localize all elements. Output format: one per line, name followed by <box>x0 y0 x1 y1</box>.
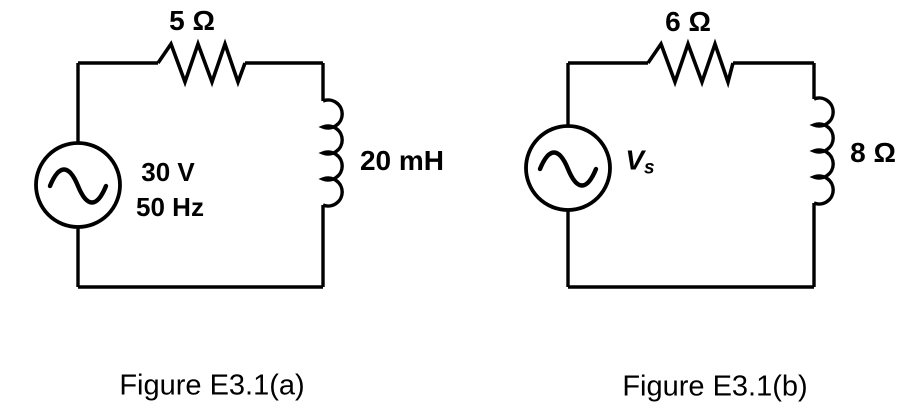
figure-a-caption: Figure E3.1(a) <box>119 369 305 402</box>
source-a-voltage-label: 30 V <box>141 157 195 187</box>
source-b-label-main: V <box>625 144 645 176</box>
circuit-a-sine-icon <box>47 167 109 205</box>
circuit-b <box>524 38 835 289</box>
figure-b-caption: Figure E3.1(b) <box>622 370 808 403</box>
circuit-b-ac-source-circle <box>524 124 612 212</box>
circuit-b-inductor-symbol <box>809 96 835 206</box>
resistor-b-value-label: 6 Ω <box>665 6 711 37</box>
circuit-a-inductor-symbol <box>318 98 344 208</box>
circuit-a-wires <box>76 61 325 289</box>
resistor-a-value-label: 5 Ω <box>169 5 215 36</box>
source-b-label-sub: s <box>644 157 655 179</box>
source-a-frequency-label: 50 Hz <box>136 192 204 222</box>
circuit-a-ac-source-circle <box>34 141 122 229</box>
circuit-b-sine-icon <box>537 150 599 188</box>
circuit-b-resistor-symbol <box>646 38 735 89</box>
inductor-a-value-label: 20 mH <box>359 145 445 176</box>
circuit-b-wires <box>566 61 816 289</box>
inductor-b-value-label: 8 Ω <box>850 137 896 168</box>
circuit-a-resistor-symbol <box>156 38 247 88</box>
circuit-a <box>34 38 344 289</box>
source-b-voltage-label: Vs <box>625 144 655 179</box>
